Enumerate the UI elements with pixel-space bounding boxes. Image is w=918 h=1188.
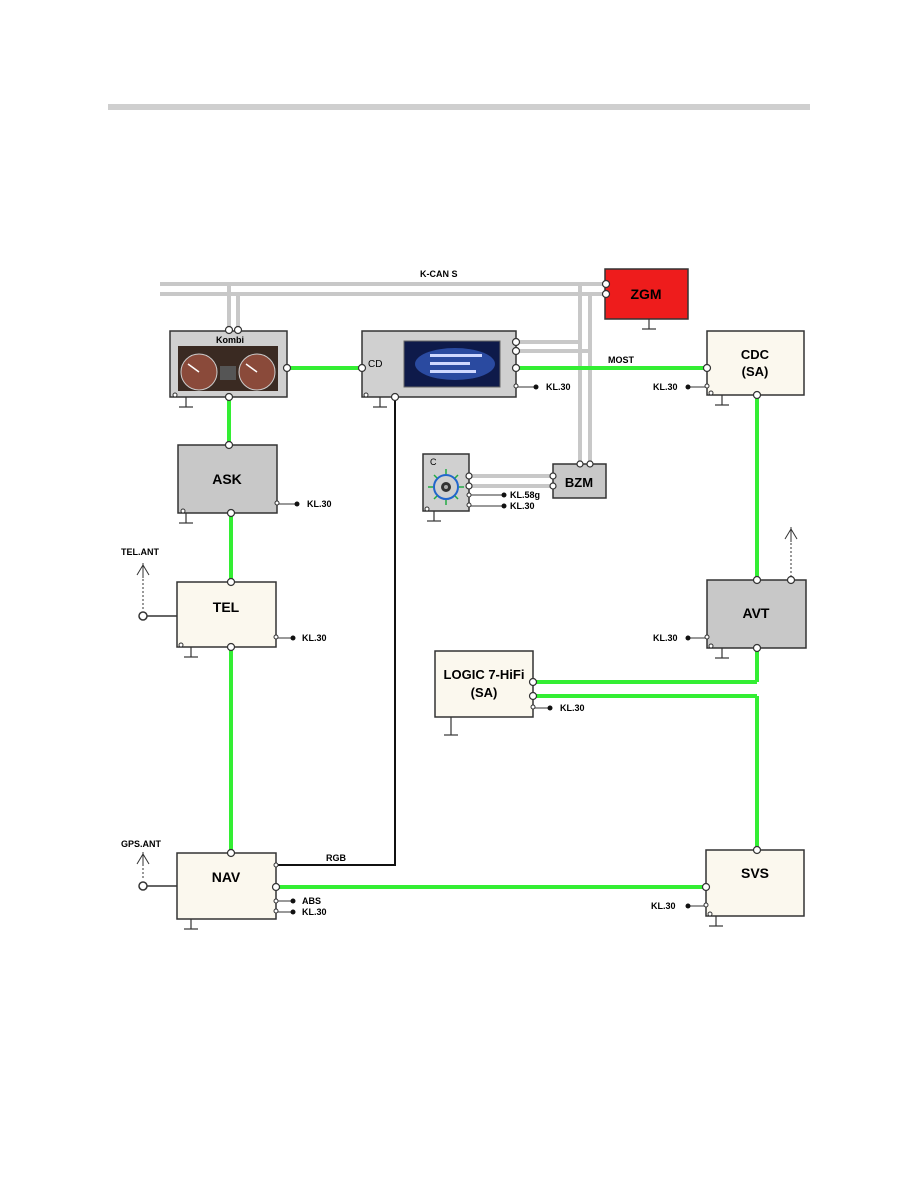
zgm-module[interactable]: ZGM (601, 268, 689, 330)
tel-kl30: KL.30 (302, 633, 327, 643)
ground-icon (715, 395, 729, 406)
ground-icon (179, 397, 193, 408)
logic7-label-line2: (SA) (471, 685, 498, 700)
cdc-kl30: KL.30 (653, 382, 678, 392)
avt-module[interactable]: AVT KL.30 (653, 527, 807, 659)
ground-icon (715, 648, 729, 659)
nav-kl30: KL.30 (302, 907, 327, 917)
avt-label: AVT (743, 605, 770, 621)
ask-label: ASK (212, 471, 242, 487)
kcan-bus (160, 282, 606, 488)
most-label: MOST (608, 355, 635, 365)
logic7-label-line1: LOGIC 7-HiFi (444, 667, 525, 682)
ground-icon (184, 919, 198, 930)
controller-knob-icon (428, 469, 464, 505)
nav-label: NAV (212, 869, 241, 885)
ground-icon (444, 717, 458, 736)
tel-module[interactable]: TEL KL.30 TEL.ANT (121, 547, 327, 658)
logic7-kl30: KL.30 (560, 703, 585, 713)
cd-module[interactable]: CD KL.30 (357, 330, 571, 408)
zgm-label: ZGM (630, 286, 661, 302)
ground-icon (184, 647, 198, 658)
bzm-kl30: KL.30 (510, 501, 535, 511)
avt-antenna-icon (784, 527, 798, 577)
bzm-label: BZM (565, 475, 593, 490)
ask-module[interactable]: ASK KL.30 (177, 440, 332, 524)
display-screen-icon (403, 340, 501, 388)
rgb-line (276, 397, 396, 866)
tel-label: TEL (213, 599, 240, 615)
kombi-module[interactable]: Kombi (169, 325, 292, 408)
cd-kl30: KL.30 (546, 382, 571, 392)
gps-antenna-icon (136, 852, 177, 891)
tel-antenna-icon (136, 563, 177, 621)
cd-label: CD (368, 359, 382, 370)
svs-module[interactable]: SVS KL.30 (651, 845, 805, 927)
cdc-label-line2: (SA) (742, 364, 769, 379)
svs-kl30: KL.30 (651, 901, 676, 911)
gauge-cluster-icon (178, 346, 278, 391)
kcan-label: K-CAN S (420, 269, 458, 279)
ground-icon (709, 916, 723, 927)
ground-icon (179, 513, 193, 524)
rgb-label: RGB (326, 853, 347, 863)
cdc-module[interactable]: CDC (SA) KL.30 (653, 330, 805, 406)
header-bar (108, 104, 810, 110)
kombi-label: Kombi (216, 335, 244, 345)
bzm-kl58g: KL.58g (510, 490, 540, 500)
logic7-module[interactable]: LOGIC 7-HiFi (SA) KL.30 (434, 650, 585, 736)
controller-label: C (430, 457, 437, 467)
gps-ant-label: GPS.ANT (121, 839, 162, 849)
ground-icon (642, 319, 656, 330)
bzm-module[interactable]: BZM (549, 460, 607, 499)
ground-icon (373, 397, 387, 408)
nav-module[interactable]: NAV ABS KL.30 GPS.ANT (121, 839, 327, 930)
avt-kl30: KL.30 (653, 633, 678, 643)
cdc-label-line1: CDC (741, 347, 770, 362)
ground-icon (427, 511, 441, 522)
tel-ant-label: TEL.ANT (121, 547, 159, 557)
nav-abs: ABS (302, 896, 321, 906)
most-ring (227, 366, 759, 889)
controller-module[interactable]: C KL.58g KL.30 (422, 453, 540, 522)
svs-label: SVS (741, 865, 769, 881)
ask-kl30: KL.30 (307, 499, 332, 509)
